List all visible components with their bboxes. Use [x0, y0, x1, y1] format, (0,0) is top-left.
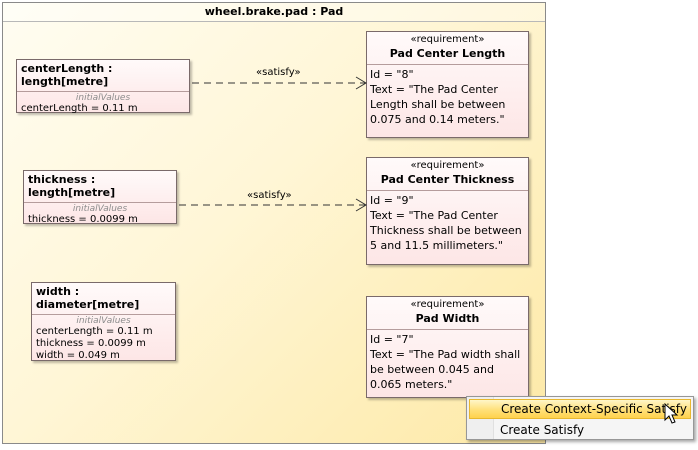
part-title: width : diameter[metre]	[32, 283, 175, 315]
requirement-line: Text = "The Pad Center	[370, 209, 498, 222]
part-value: centerLength = 0.11 m	[21, 103, 138, 114]
requirement-line: be between 0.045 and	[370, 363, 494, 376]
requirement-line: Id = "9"	[370, 194, 414, 207]
requirement-line: Thickness shall be between	[370, 224, 522, 237]
part-title: centerLength : length[metre]	[17, 60, 189, 92]
part-thickness[interactable]: thickness : length[metre] initialValues …	[23, 170, 177, 225]
requirement-line: 0.075 and 0.14 meters."	[370, 113, 505, 126]
satisfy-connector-2[interactable]	[179, 198, 367, 212]
requirement-pad-center-length[interactable]: «requirement» Pad Center Length Id = "8"…	[366, 31, 529, 138]
menu-item-create-context-specific-satisfy[interactable]: Create Context-Specific Satisfy	[469, 399, 691, 419]
part-subtitle: initialValues	[76, 316, 131, 326]
part-subtitle: initialValues	[72, 204, 128, 214]
part-width[interactable]: width : diameter[metre] initialValues ce…	[31, 282, 176, 361]
part-subtitle: initialValues	[75, 93, 131, 103]
requirement-stereotype: «requirement»	[410, 299, 485, 310]
requirement-line: Text = "The Pad width shall	[370, 348, 521, 361]
requirement-pad-center-thickness[interactable]: «requirement» Pad Center Thickness Id = …	[366, 157, 529, 265]
part-value: centerLength = 0.11 m	[36, 326, 153, 337]
context-menu: Create Context-Specific Satisfy Create S…	[466, 396, 694, 440]
requirement-stereotype: «requirement»	[410, 34, 485, 45]
part-centerlength[interactable]: centerLength : length[metre] initialValu…	[16, 59, 190, 114]
requirement-line: 0.065 meters."	[370, 378, 453, 391]
part-value: thickness = 0.0099 m	[28, 214, 138, 225]
part-value: thickness = 0.0099 m	[36, 338, 146, 349]
part-title: thickness : length[metre]	[24, 171, 176, 203]
requirement-line: Id = "8"	[370, 68, 414, 81]
requirement-line: Id = "7"	[370, 333, 414, 346]
menu-item-create-satisfy[interactable]: Create Satisfy	[500, 423, 585, 437]
requirement-name: Pad Center Thickness	[380, 173, 515, 186]
requirement-pad-width[interactable]: «requirement» Pad Width Id = "7" Text = …	[366, 296, 529, 398]
requirement-stereotype: «requirement»	[410, 160, 485, 171]
requirement-name: Pad Center Length	[389, 47, 506, 60]
satisfy-label: «satisfy»	[256, 67, 301, 78]
frame-title: wheel.brake.pad : Pad	[3, 3, 545, 22]
mouse-pointer-icon	[664, 403, 679, 424]
satisfy-label: «satisfy»	[247, 190, 292, 201]
satisfy-connector-1[interactable]	[192, 76, 367, 90]
requirement-name: Pad Width	[415, 312, 480, 325]
requirement-line: 5 and 11.5 millimeters."	[370, 239, 503, 252]
requirement-line: Length shall be between	[370, 98, 506, 111]
part-value: width = 0.049 m	[36, 350, 120, 361]
requirement-line: Text = "The Pad Center	[370, 83, 498, 96]
